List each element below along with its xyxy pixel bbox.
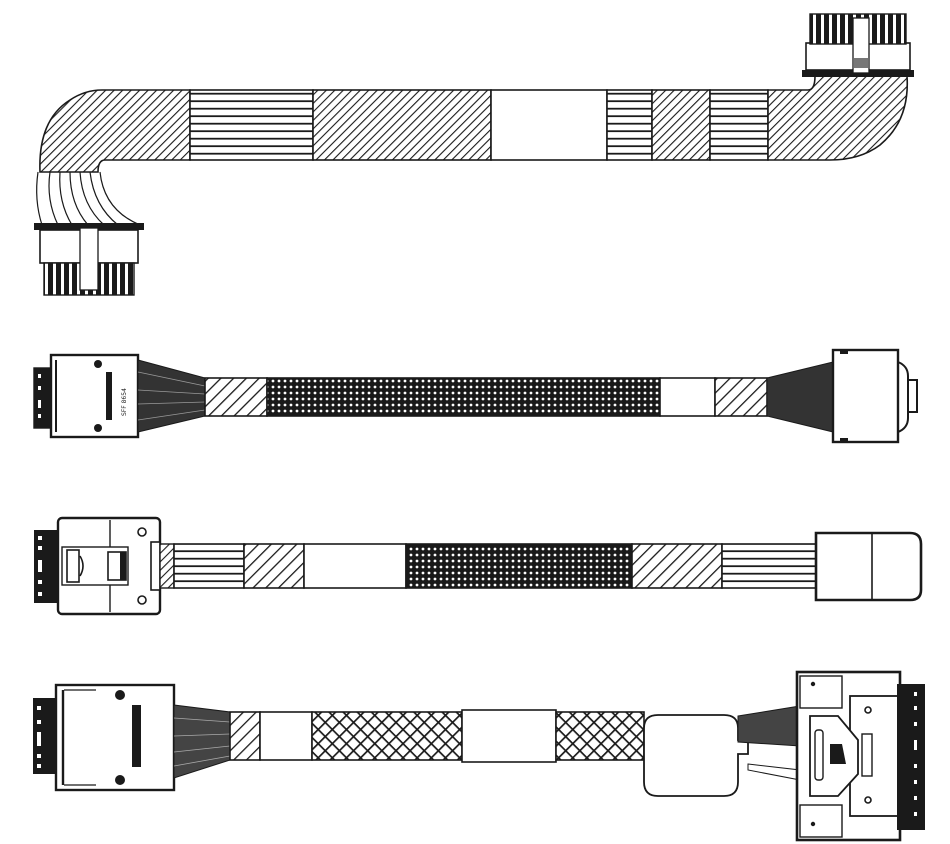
cable-3-right-connector xyxy=(814,531,923,602)
cable-1-seg-horizontal-1 xyxy=(189,89,314,161)
cable-1-seg-diagonal-2 xyxy=(312,89,492,161)
cable-2-left-connector: SFF 8654 xyxy=(33,353,140,439)
cable-4-right-connector xyxy=(795,670,925,842)
cable-1-left-wires xyxy=(36,171,141,226)
cable-4-right-fanout-bottom xyxy=(747,763,801,781)
cable-2-connector-label: SFF 8654 xyxy=(121,388,128,416)
cable-3 xyxy=(34,516,923,616)
cable-3-left-connector xyxy=(34,516,162,616)
cable-4-breakout-molding xyxy=(643,714,749,797)
cable-4-seg-crosshatch-2 xyxy=(555,711,645,761)
cable-2-seg-blank xyxy=(659,377,716,417)
cable-1-seg-blank xyxy=(490,89,608,161)
cable-4-seg-diagonal xyxy=(229,711,261,761)
cable-1-seg-horizontal-3 xyxy=(709,89,769,161)
cable-1-seg-diagonal-3 xyxy=(651,89,711,161)
cable-3-seg-mesh xyxy=(405,543,633,589)
cable-3-seg-blank xyxy=(303,543,407,589)
cable-1-left-bend xyxy=(39,89,191,173)
cable-2-right-connector xyxy=(831,348,918,444)
cable-1 xyxy=(34,13,914,296)
cable-3-seg-horizontal-2 xyxy=(721,543,817,589)
cable-3-seg-horizontal-1 xyxy=(173,543,245,589)
cable-2-seg-diagonal-2 xyxy=(714,377,768,417)
cable-4-seg-crosshatch-1 xyxy=(311,711,463,761)
cable-3-seg-diagonal-3 xyxy=(631,543,723,589)
cable-2-seg-mesh xyxy=(266,377,661,417)
cable-1-left-connector xyxy=(34,223,144,296)
cable-3-seg-diagonal-2 xyxy=(243,543,305,589)
cable-4 xyxy=(33,670,925,842)
cable-1-right-bend xyxy=(767,75,909,161)
cable-2-right-fanout xyxy=(766,361,834,433)
cable-4-left-connector xyxy=(33,683,176,792)
cable-4-left-fanout xyxy=(173,704,231,779)
cable-4-right-fanout-top xyxy=(737,705,801,747)
cable-2-seg-diagonal-1 xyxy=(204,377,268,417)
cable-3-seg-diagonal-1 xyxy=(159,543,175,589)
cable-4-seg-blank-1 xyxy=(259,711,313,761)
cable-2-left-fanout xyxy=(137,359,206,433)
cable-4-seg-blank-2 xyxy=(461,709,557,763)
cable-2: SFF 8654 xyxy=(33,348,918,444)
cable-1-seg-horizontal-2 xyxy=(606,89,653,161)
cable-1-right-connector xyxy=(802,13,914,77)
